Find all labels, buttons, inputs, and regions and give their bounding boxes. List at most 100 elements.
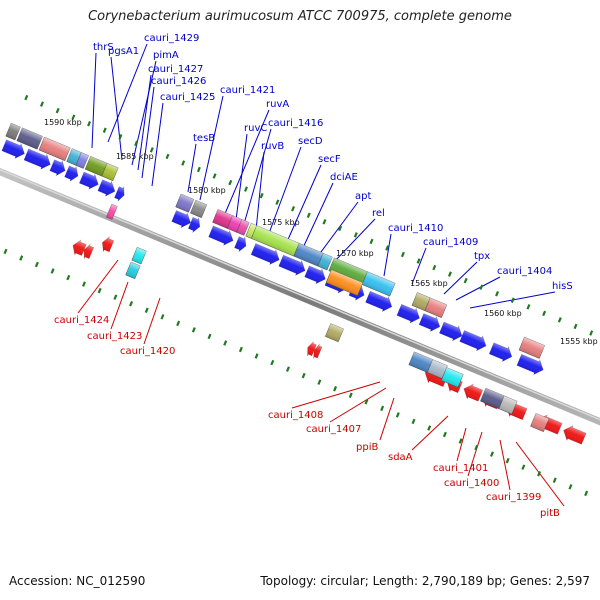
forward-gene-arrow-shine <box>171 210 191 228</box>
forward-gene-arrow-shine <box>419 313 440 332</box>
cog-box-shine <box>498 395 518 415</box>
tick-inner <box>19 255 24 261</box>
reverse-gene-arrow <box>72 239 87 256</box>
forward-gene-arrow-shine <box>23 148 51 170</box>
tick-outer <box>118 134 123 140</box>
forward-gene-arrow-shine <box>365 291 392 312</box>
cog-box-shine <box>245 223 257 239</box>
leader-line-forward <box>141 86 155 179</box>
tick-outer <box>353 232 358 238</box>
cog-box-shine <box>325 323 344 342</box>
tick-inner <box>427 425 432 431</box>
backbone-line <box>0 167 600 426</box>
forward-gene-arrow-shine <box>64 165 79 182</box>
cog-box-shine <box>106 204 118 220</box>
tick-outer <box>243 186 248 192</box>
leader-line-reverse <box>411 415 449 451</box>
leader-line-reverse <box>291 381 381 409</box>
tick-outer <box>149 147 154 153</box>
cog-box <box>101 162 119 182</box>
tick-outer <box>102 127 107 133</box>
forward-gene-arrow <box>488 342 513 362</box>
cog-box <box>75 152 89 169</box>
forward-gene-arrow <box>171 210 191 229</box>
leader-line-forward <box>107 43 148 143</box>
reverse-gene-arrow <box>83 243 95 259</box>
cog-box <box>325 269 364 296</box>
tick-outer <box>495 290 500 297</box>
map-title: Corynebacterium aurimucosum ATCC 700975,… <box>88 9 512 24</box>
tick-inner <box>395 412 400 418</box>
scale-label: 1575 kbp <box>262 218 300 227</box>
leader-line-forward <box>223 109 270 217</box>
leader-line-forward <box>235 133 248 221</box>
tick-inner <box>50 268 55 274</box>
forward-gene-arrow-shine <box>489 342 512 362</box>
tick-inner <box>3 248 8 255</box>
cog-box <box>427 359 448 379</box>
backbone-highlight <box>0 168 600 421</box>
gene-label-forward: apt <box>355 191 371 202</box>
leader-line-reverse <box>467 431 483 477</box>
leader-line-forward <box>137 74 152 171</box>
tick-outer <box>338 225 343 232</box>
tick-inner <box>301 372 306 379</box>
cog-box-shine <box>317 253 333 271</box>
forward-gene-arrow <box>439 321 463 342</box>
gene-label-reverse: cauri_1400 <box>444 478 499 489</box>
forward-gene-arrow-shine <box>439 321 463 341</box>
gene-label-forward: ruvB <box>261 141 284 152</box>
reverse-gene-arrow <box>102 236 115 253</box>
forward-gene-arrow <box>1 139 25 159</box>
tick-inner <box>442 431 447 438</box>
cog-box-shine <box>175 193 194 213</box>
tick-outer <box>463 277 468 284</box>
leader-line-forward <box>243 128 272 225</box>
cog-box <box>325 323 344 343</box>
scale-label: 1555 kbp <box>560 337 598 346</box>
tick-outer <box>259 192 264 199</box>
gene-label-reverse: cauri_1420 <box>120 346 175 357</box>
cog-box-shine <box>408 351 433 373</box>
tick-inner <box>568 484 573 490</box>
label-leader-lines <box>77 43 565 507</box>
tick-inner <box>254 353 259 359</box>
cog-box-shine <box>411 292 431 311</box>
tick-outer <box>196 166 201 173</box>
forward-gene-arrow-shine <box>251 243 280 265</box>
gene-label-forward: secF <box>318 154 341 165</box>
forward-gene-arrow-shine <box>79 172 99 190</box>
reverse-gene-arrow-shine <box>313 343 322 359</box>
gene-label-forward: cauri_1404 <box>497 266 552 277</box>
tick-inner <box>364 399 369 405</box>
leader-line-reverse <box>456 427 467 462</box>
forward-gene-arrow-shine <box>234 236 246 252</box>
gene-label-forward: cauri_1426 <box>151 76 206 87</box>
forward-gene-arrow-shine <box>97 179 115 197</box>
cog-box-shine <box>190 200 207 218</box>
tick-inner <box>490 451 494 457</box>
scale-label: 1570 kbp <box>336 249 374 258</box>
tick-inner <box>333 385 338 392</box>
tick-outer <box>87 121 92 127</box>
leader-line-forward <box>91 52 97 149</box>
gene-label-forward: pimA <box>153 50 179 61</box>
tick-inner <box>113 294 118 300</box>
tick-outer <box>228 179 233 186</box>
cog-box <box>38 136 71 162</box>
gene-label-reverse: cauri_1401 <box>433 463 488 474</box>
tick-outer <box>510 297 515 304</box>
tick-inner <box>238 346 243 353</box>
gene-label-reverse: cauri_1407 <box>306 424 361 435</box>
leader-line-forward <box>285 164 322 245</box>
forward-gene-arrow-shine <box>1 139 25 159</box>
reverse-gene-arrow-shine <box>84 244 94 259</box>
tick-inner <box>160 314 165 320</box>
cog-box <box>317 252 333 271</box>
tick-outer <box>212 173 217 179</box>
forward-gene-arrow-shine <box>114 186 125 202</box>
tick-inner <box>81 281 86 287</box>
leader-line-forward <box>110 56 123 161</box>
tick-inner <box>458 438 463 444</box>
gene-label-forward: ruvA <box>266 99 289 110</box>
